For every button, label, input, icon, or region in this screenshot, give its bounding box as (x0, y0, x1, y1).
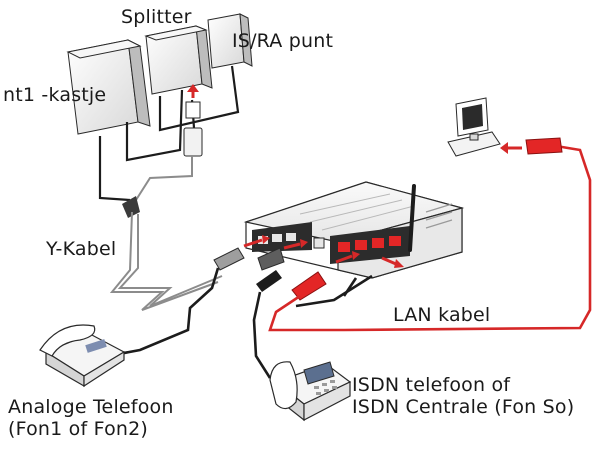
splitter-box-icon (144, 25, 213, 95)
router-icon (243, 181, 465, 279)
analog-phone-label-line2: (Fon1 of Fon2) (8, 418, 149, 440)
analog-phone-label: Analoge Telefoon (Fon1 of Fon2) (8, 396, 174, 440)
analog-phone-icon (39, 324, 126, 388)
splitter-label: Splitter (121, 6, 192, 28)
nt1-box-icon (66, 39, 151, 135)
isdn-phone-icon (269, 361, 352, 422)
analog-phone-label-line1: Analoge Telefoon (8, 396, 174, 418)
lan-cable-label: LAN kabel (393, 304, 491, 326)
phone-cables (107, 267, 373, 379)
nt1-box-label: nt1 -kastje (3, 84, 107, 106)
router-plugs (213, 247, 327, 301)
isdn-phone-label-line1: ISDN telefoon of (352, 374, 511, 396)
lan-cable (268, 144, 592, 332)
computer-icon (447, 97, 563, 157)
y-cable (109, 211, 223, 311)
isdn-phone-label-line2: ISDN Centrale (Fon So) (352, 396, 575, 418)
splitter-jack-icon (185, 84, 201, 119)
isra-box-icon (207, 13, 253, 69)
isdn-phone-label: ISDN telefoon of ISDN Centrale (Fon So) (352, 374, 574, 418)
y-cable-label: Y-Kabel (46, 238, 117, 260)
isra-point-label: IS/RA punt (232, 30, 334, 52)
y-cable-adapter-icon (122, 127, 203, 218)
